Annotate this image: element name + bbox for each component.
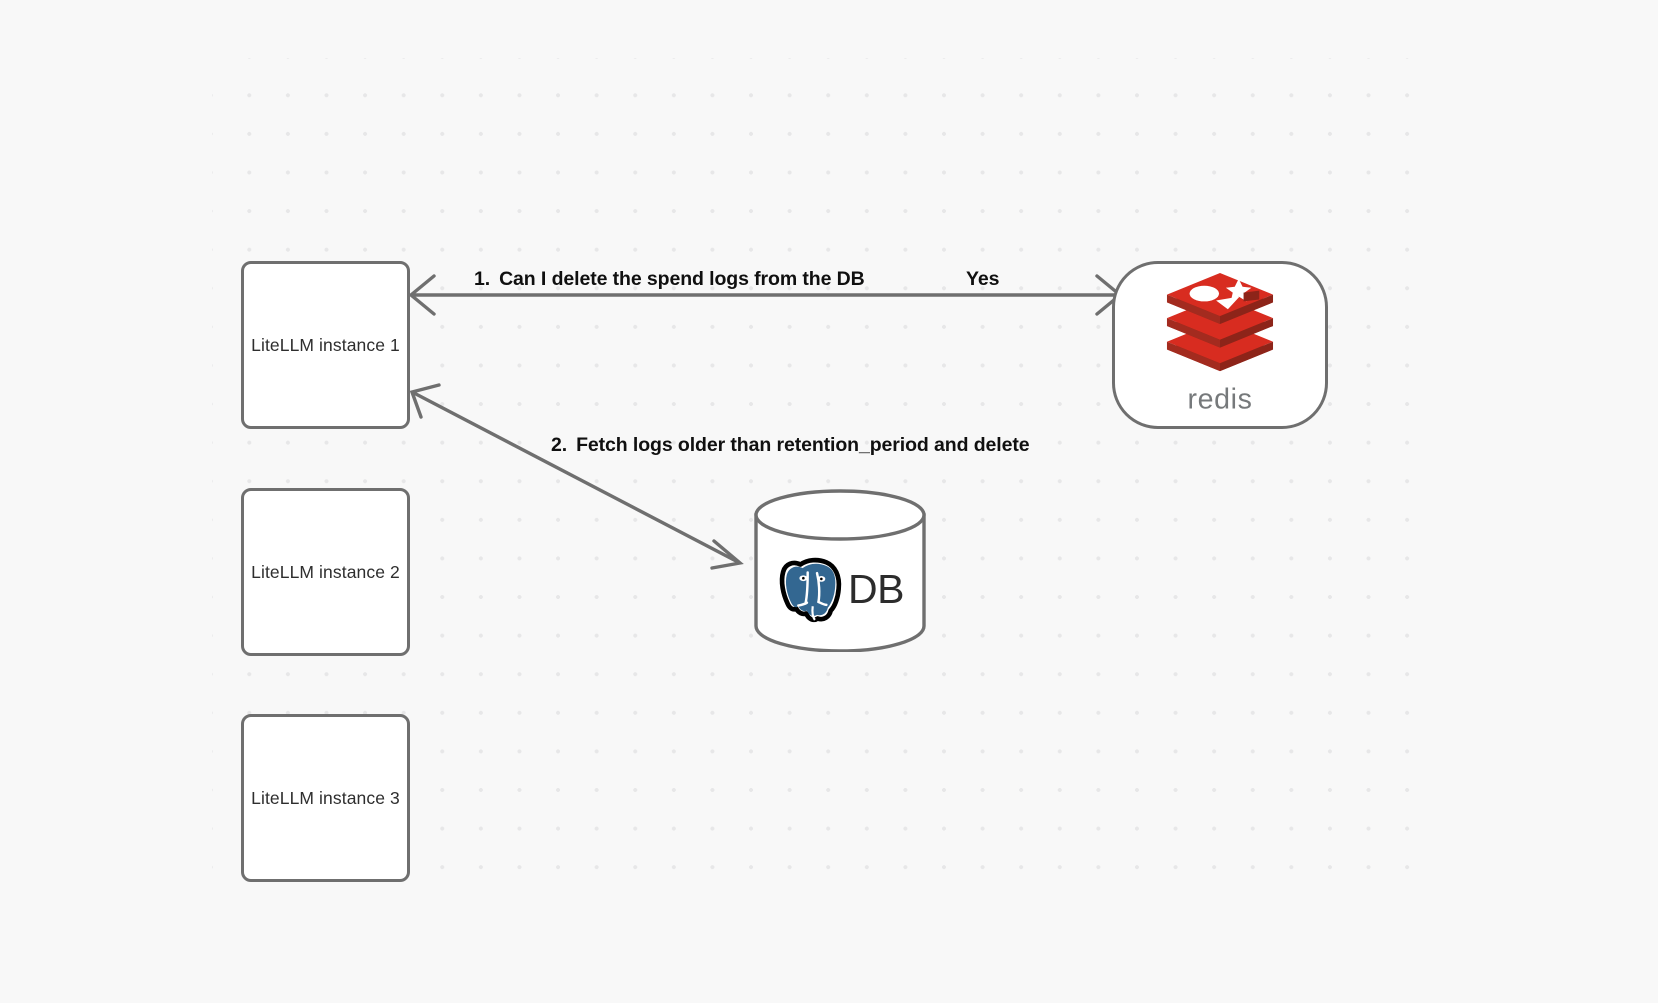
database-label: DB <box>848 565 904 612</box>
step-text-1: Can I delete the spend logs from the DB <box>499 268 865 290</box>
step-text-2: Fetch logs older than retention_period a… <box>576 434 1030 456</box>
node-label: LiteLLM instance 2 <box>251 561 400 582</box>
node-litellm-instance-3[interactable]: LiteLLM instance 3 <box>241 714 410 882</box>
arrowhead-left <box>408 274 436 316</box>
svg-text:redis: redis <box>1188 384 1253 416</box>
step-number-2: 2. <box>551 434 568 456</box>
arrowhead-lower <box>710 539 744 570</box>
edge-label-step-2: 2. Fetch logs older than retention_period… <box>551 434 1030 457</box>
node-label: LiteLLM instance 3 <box>251 787 400 808</box>
edge-label-yes: Yes <box>966 268 1000 290</box>
node-redis[interactable]: redis <box>1112 261 1328 429</box>
postgresql-elephant-icon <box>779 557 842 623</box>
node-litellm-instance-2[interactable]: LiteLLM instance 2 <box>241 488 410 656</box>
redis-wordmark: redis <box>1188 384 1253 416</box>
arrowhead-upper <box>409 383 441 419</box>
edge-label-step-1: 1. Can I delete the spend logs from the D… <box>474 268 865 291</box>
node-label: LiteLLM instance 1 <box>251 334 400 355</box>
node-litellm-instance-1[interactable]: LiteLLM instance 1 <box>241 261 410 429</box>
step-number-1: 1. <box>474 268 491 290</box>
redis-logo-icon <box>1166 272 1274 372</box>
edge-db-delete <box>409 383 744 570</box>
node-postgres-database[interactable]: DB <box>753 489 927 652</box>
